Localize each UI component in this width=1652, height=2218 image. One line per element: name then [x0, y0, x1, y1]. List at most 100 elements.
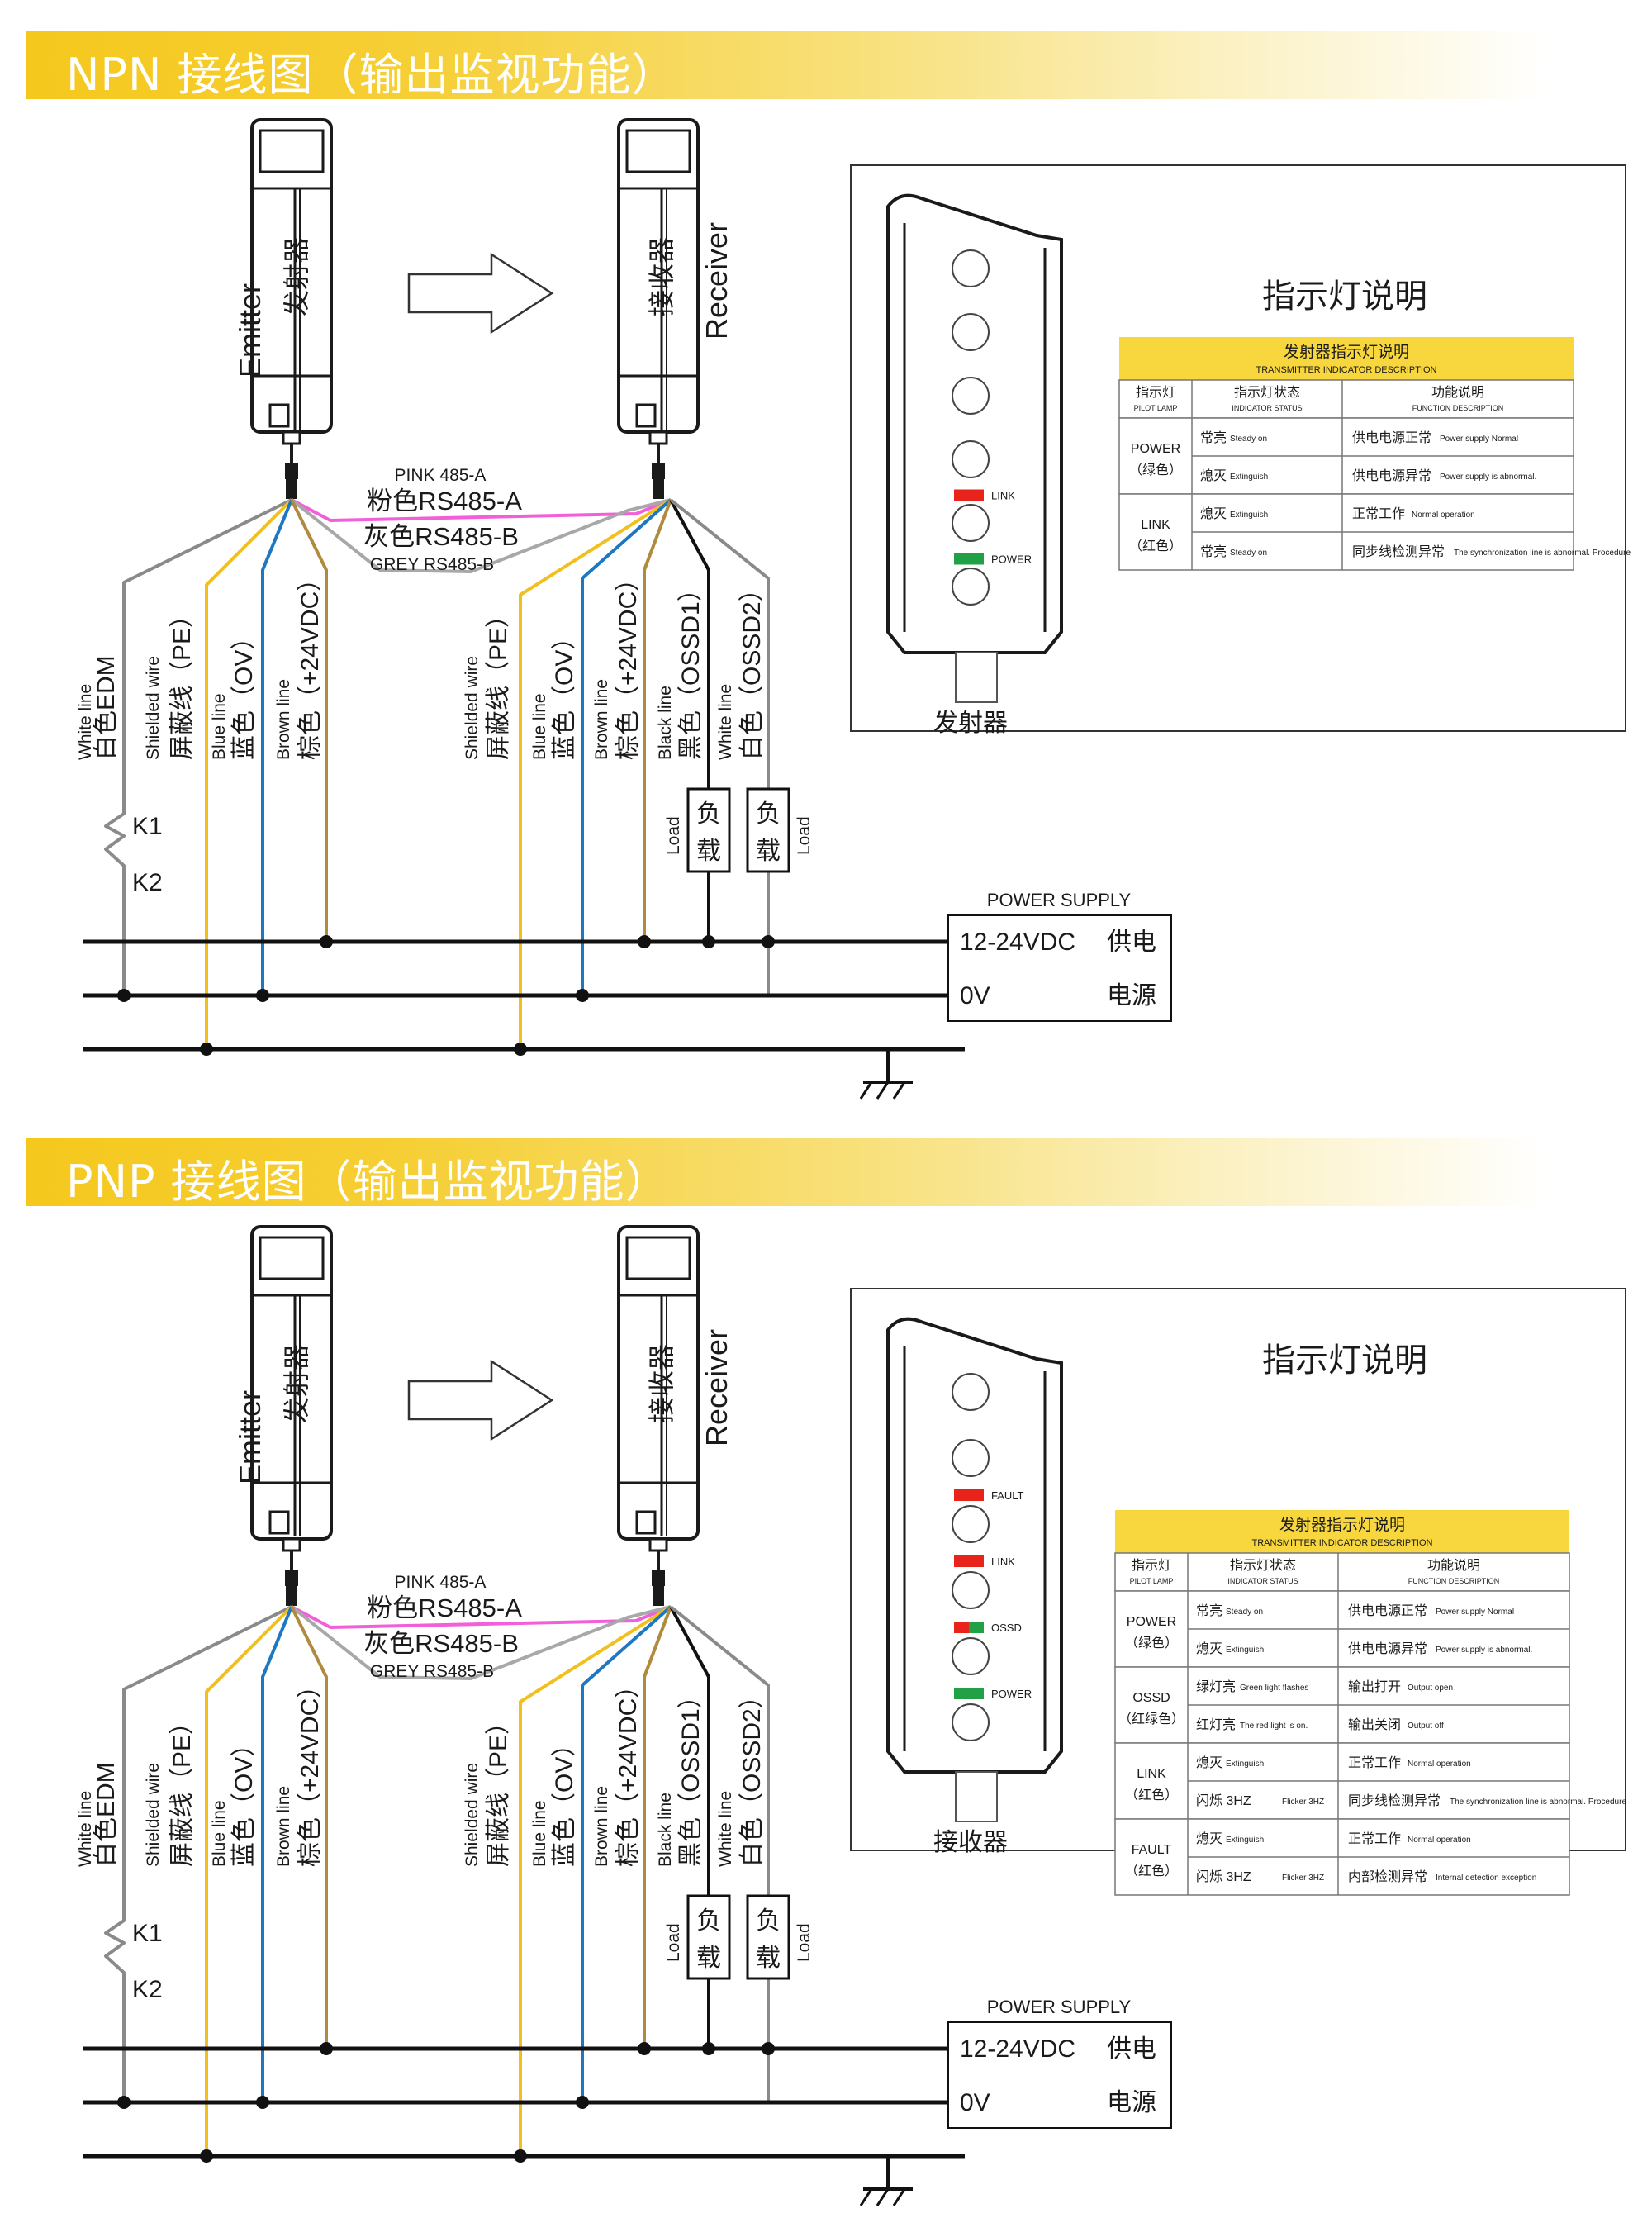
wire-label-cn-group: 白色（OSSD2）: [738, 577, 766, 760]
wire-label-cn: 屏蔽线（PE）: [169, 603, 196, 760]
table-function-en: Output off: [1408, 1722, 1444, 1731]
junction-dot: [256, 2096, 269, 2109]
receiver-label-cn: 接收器: [647, 237, 676, 316]
ground-hatch: [892, 1081, 906, 1100]
grey-wire-label-cn: 灰色RS485-B: [363, 522, 519, 551]
wire-label-cn-group: 蓝色（OV）: [551, 1732, 578, 1867]
table-function-en: Normal operation: [1408, 1836, 1471, 1845]
table-function-cn: 输出打开: [1348, 1679, 1401, 1694]
power-supply-voltage: 0V: [960, 2089, 990, 2116]
device-cable: [955, 652, 998, 703]
wire-label-cn: 屏蔽线（PE）: [169, 1710, 196, 1867]
junction-dot: [762, 2042, 775, 2055]
receiver-shield-wire: [519, 1605, 672, 2156]
led-indicator: [954, 1622, 969, 1633]
table-status-en: The red light is on.: [1240, 1722, 1308, 1731]
load-box: [746, 787, 790, 873]
power-supply-voltage: 12-24VDC: [960, 929, 1075, 956]
receiver-cap: [635, 403, 657, 428]
table-status-cn: 闪烁 3HZ: [1196, 1793, 1251, 1808]
emitter-label-group: Emitter: [233, 283, 267, 378]
led-window: [952, 1373, 990, 1411]
led-window: [952, 249, 990, 287]
wire-label-en-group: Black line: [656, 686, 675, 760]
emitter-connector: [282, 1537, 301, 1552]
table-function-cn: 正常工作: [1352, 506, 1405, 521]
table-lamp-name: OSSD: [1132, 1691, 1170, 1705]
junction-dot: [117, 989, 131, 1002]
emitter-window: [259, 1236, 325, 1280]
wire-label-en: Blue line: [530, 1800, 549, 1867]
led-label: POWER: [991, 1688, 1032, 1700]
table-function-en: Power supply Normal: [1436, 1608, 1514, 1617]
emitter-window: [259, 129, 325, 173]
led-window: [952, 1439, 990, 1477]
wire-label-en-group: Brown line: [274, 679, 293, 760]
wire-label-en: Brown line: [274, 679, 293, 760]
table-function-en: Power supply is abnormal.: [1436, 1646, 1532, 1655]
pink-wire: [291, 1605, 672, 1629]
table-header-cn: 功能说明: [1431, 385, 1484, 400]
pink-wire-label-en: PINK 485-A: [395, 1573, 487, 1592]
table-header-cn: 指示灯: [1136, 385, 1175, 400]
load-label-cn: 载: [756, 838, 781, 865]
pink-wire-label-en: PINK 485-A: [395, 466, 487, 485]
wire-label-en: Brown line: [274, 1786, 293, 1867]
wire-label-cn: 白色（OSSD2）: [738, 577, 766, 760]
table-status-en: Extinguish: [1230, 511, 1268, 520]
wire-label-cn-group: 蓝色（OV）: [230, 1732, 258, 1867]
load-label-en: Load: [664, 816, 683, 855]
load-label-cn: 负: [696, 1907, 721, 1935]
load-label-cn: 载: [696, 838, 721, 865]
wire-label-cn-group: 棕色（+24VDC）: [297, 1674, 324, 1867]
emitter-plug: [285, 463, 298, 479]
section-title: PNP 接线图（输出监视功能）: [66, 1156, 671, 1208]
wire-label-cn: 蓝色（OV）: [551, 1732, 578, 1867]
table-status-en: Extinguish: [1226, 1646, 1264, 1655]
table-header-en: PILOT LAMP: [1130, 1577, 1174, 1585]
led-window: [952, 440, 990, 478]
wire-label-en: Shielded wire: [144, 656, 163, 760]
table-function-en: Output open: [1408, 1684, 1453, 1693]
load-label-cn: 负: [756, 1907, 781, 1935]
wire-label-cn-group: 蓝色（OV）: [551, 625, 578, 760]
wire-label-en-group: White line: [716, 1791, 735, 1867]
wire-label-en-group: Shielded wire: [144, 1763, 163, 1867]
grey-wire-label-cn: 灰色RS485-B: [363, 1629, 519, 1658]
emitter-plug: [285, 1570, 298, 1586]
emitter-brown-wire: [290, 1606, 328, 2049]
wire-label-cn: 蓝色（OV）: [230, 625, 258, 760]
wire-label-cn: 屏蔽线（PE）: [485, 603, 512, 760]
receiver-plug: [653, 1586, 664, 1606]
wire-label-en: Blue line: [530, 693, 549, 760]
table-header-cn: 指示灯状态: [1234, 385, 1300, 400]
wire-label-cn-group: 屏蔽线（PE）: [485, 603, 512, 760]
table-header-en: FUNCTION DESCRIPTION: [1408, 1577, 1500, 1585]
receiver-connector: [648, 1537, 668, 1552]
table-status-cn: 闪烁 3HZ: [1196, 1869, 1251, 1884]
junction-dot: [514, 2149, 527, 2163]
receiver-blue-wire: [581, 1605, 672, 2102]
table-function-cn: 正常工作: [1348, 1755, 1401, 1770]
emitter-plug: [286, 1586, 297, 1606]
led-window: [952, 1571, 990, 1609]
led-window: [952, 1703, 990, 1741]
wire-label-cn: 黑色（OSSD1）: [677, 1684, 705, 1867]
receiver-label-cn-group: 接收器: [647, 237, 676, 316]
pink-wire-label-cn: 粉色RS485-A: [367, 1593, 522, 1622]
table-header-cn: 指示灯状态: [1230, 1558, 1296, 1573]
table-lamp-color: （绿色）: [1125, 1636, 1178, 1650]
wire-label-en-group: Shielded wire: [463, 1763, 482, 1867]
section-banner: NPN 接线图（输出监视功能）: [26, 31, 1546, 101]
table-status-cn: 常亮: [1200, 430, 1227, 445]
table-header-en: INDICATOR STATUS: [1227, 1577, 1298, 1585]
wire-label-cn: 白色EDM: [93, 1762, 120, 1867]
load-box: [746, 1894, 790, 1980]
table-function-en: Normal operation: [1412, 511, 1475, 520]
device-label: 接收器: [933, 1829, 1008, 1856]
receiver-label: Receiver: [700, 222, 733, 340]
device-cable: [955, 1771, 998, 1822]
